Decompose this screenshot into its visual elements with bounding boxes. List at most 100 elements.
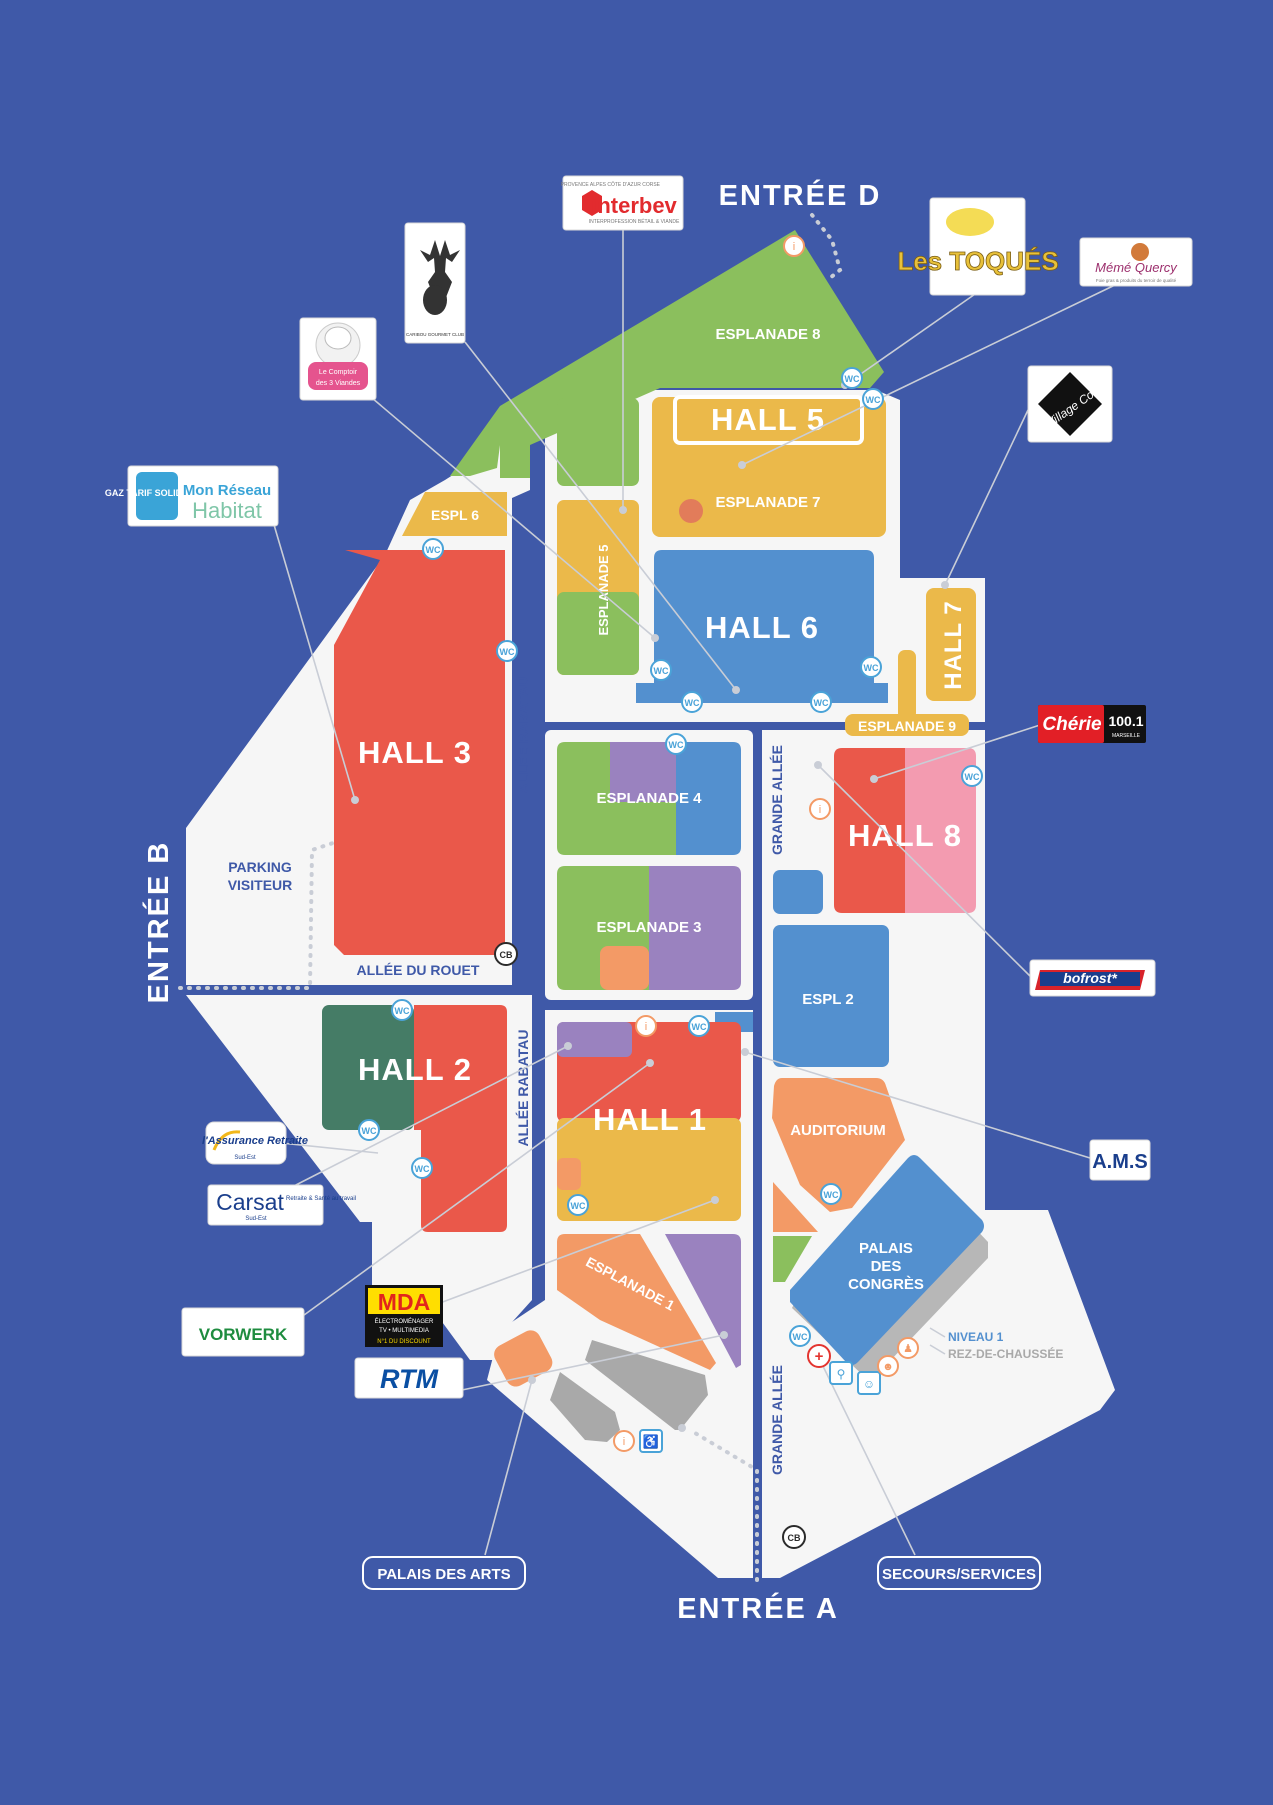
wc-icon[interactable]: WC	[665, 733, 687, 755]
wc-icon[interactable]: WC	[841, 367, 863, 389]
svg-text:i: i	[645, 1021, 647, 1033]
wc-icon[interactable]: WC	[961, 765, 983, 787]
svg-text:i: i	[819, 804, 821, 816]
esplanade-9-stem	[898, 650, 916, 720]
svg-text:CB: CB	[500, 950, 513, 960]
esplanade-9-label: ESPLANADE 9	[858, 718, 956, 734]
stroller-icon[interactable]: ⚲	[829, 1361, 853, 1385]
hall-1-label: HALL 1	[593, 1102, 707, 1137]
esplanade-8-label: ESPLANADE 8	[715, 326, 820, 343]
svg-text:WC: WC	[415, 1164, 430, 1174]
wc-icon[interactable]: WC	[681, 691, 703, 713]
esplanade-4-green-mid	[610, 802, 676, 855]
leader-lines	[251, 227, 1116, 1556]
entree-b-label: ENTRÉE B	[141, 841, 175, 1004]
esplanade-7-label: ESPLANADE 7	[715, 494, 820, 511]
svg-text:☺: ☺	[863, 1377, 875, 1391]
info-icon[interactable]: i	[613, 1430, 635, 1452]
palais-arts-pill[interactable]: PALAIS DES ARTS	[362, 1556, 526, 1590]
family-icon[interactable]: ☺	[857, 1371, 881, 1395]
wc-icon[interactable]: WC	[810, 691, 832, 713]
parking-pad-1	[585, 1340, 708, 1430]
cb-icon[interactable]: CB	[494, 942, 518, 966]
svg-text:♿: ♿	[643, 1434, 659, 1449]
svg-text:CB: CB	[788, 1533, 801, 1543]
info-icon[interactable]: i	[809, 798, 831, 820]
info-icon[interactable]: i	[635, 1015, 657, 1037]
svg-text:i: i	[623, 1436, 625, 1448]
mda-logo[interactable]: MDA ÉLECTROMÉNAGER TV • MULTIMEDIA N°1 D…	[365, 1285, 443, 1347]
parking-line1: PARKING	[228, 859, 292, 875]
wc-icon[interactable]: WC	[789, 1325, 811, 1347]
hall-2-red	[414, 1005, 507, 1232]
esplanade-4-green	[557, 742, 610, 855]
auditorium-label: AUDITORIUM	[790, 1122, 886, 1139]
parking-line2: VISITEUR	[228, 877, 293, 893]
les-toques-logo[interactable]: Les TOQUÉS	[897, 197, 1059, 296]
wc-icon[interactable]: WC	[650, 659, 672, 681]
svg-text:☻: ☻	[882, 1361, 894, 1373]
wc-icon[interactable]: WC	[496, 640, 518, 662]
bofrost-logo[interactable]: bofrost*	[1029, 959, 1156, 997]
meme-quercy-logo[interactable]: Mémé Quercy Foie gras & produits du terr…	[1079, 237, 1193, 287]
palais-arts-pad	[494, 1330, 553, 1387]
svg-text:WC: WC	[669, 740, 684, 750]
esplanade-4-blue	[676, 742, 741, 855]
wc-icon[interactable]: WC	[422, 538, 444, 560]
secours-services-pill[interactable]: SECOURS/SERVICES	[877, 1556, 1041, 1590]
svg-text:WC: WC	[845, 374, 860, 384]
wc-icon[interactable]: WC	[820, 1183, 842, 1205]
mon-reseau-habitat-logo[interactable]: GAZ TARIF SOLIDARITÉ Mon Réseau Habitat	[105, 465, 279, 527]
assurance-retraite-logo[interactable]: l'Assurance Retraite Sud-Est	[202, 1121, 308, 1165]
caribou-gourmet-logo[interactable]: CARIBOU GOURMET CLUB	[404, 222, 466, 344]
wc-icon[interactable]: WC	[391, 999, 413, 1021]
cb-icon[interactable]: CB	[782, 1525, 806, 1549]
svg-text:WC: WC	[866, 395, 881, 405]
hall-5-area	[652, 397, 886, 537]
svg-text:MARSEILLE: MARSEILLE	[1112, 733, 1141, 739]
esplanade-1-area	[557, 1234, 716, 1370]
esplanade-6-label: ESPL 6	[431, 507, 479, 523]
wc-icon[interactable]: WC	[860, 656, 882, 678]
wheelchair-icon[interactable]: ♿	[639, 1429, 663, 1453]
cherie-fm-logo[interactable]: Chérie 100.1 MARSEILLE	[1038, 705, 1146, 743]
wc-icon[interactable]: WC	[358, 1119, 380, 1141]
grande-allee-bottom-label: GRANDE ALLÉE	[769, 1365, 785, 1475]
hall-2-label: HALL 2	[358, 1052, 472, 1087]
hall-3-area	[334, 550, 505, 955]
comptoir-3-viandes-logo[interactable]: Le Comptoir des 3 Viandes	[299, 317, 377, 401]
entree-a-label: ENTRÉE A	[677, 1591, 839, 1625]
svg-text:Foie gras & produits du terroi: Foie gras & produits du terroir de quali…	[1096, 278, 1177, 283]
wc-icon[interactable]: WC	[688, 1015, 710, 1037]
entree-d-label: ENTRÉE D	[719, 178, 882, 212]
palais-congres-area	[790, 1155, 984, 1365]
wc-icon[interactable]: WC	[411, 1157, 433, 1179]
palais-congres-line1: PALAIS	[859, 1240, 913, 1257]
hall-5-frame	[673, 395, 864, 445]
info-icon[interactable]: i	[783, 235, 805, 257]
hall-7-area	[926, 588, 976, 701]
vorwerk-logo[interactable]: VORWERK	[181, 1307, 305, 1357]
esplanade-3-label: ESPLANADE 3	[596, 919, 701, 936]
baby-icon[interactable]: ☻	[877, 1355, 899, 1377]
rtm-logo[interactable]: RTM	[354, 1357, 464, 1399]
first-aid-icon[interactable]: +	[807, 1344, 831, 1368]
esplanade-3-orange	[600, 946, 649, 990]
interbev-logo[interactable]: PROVENCE ALPES CÔTE D'AZUR CORSE interbe…	[561, 175, 684, 231]
wc-icon[interactable]: WC	[567, 1194, 589, 1216]
svg-text:100.1: 100.1	[1108, 713, 1143, 729]
hall-8-pink	[905, 748, 976, 913]
lost-child-icon[interactable]: ♟	[897, 1337, 919, 1359]
hall-7-label: HALL 7	[940, 600, 967, 690]
village-corse-logo[interactable]: Village Corse	[1027, 365, 1113, 443]
ams-logo[interactable]: A.M.S	[1089, 1139, 1151, 1181]
svg-text:WC: WC	[654, 666, 669, 676]
svg-text:SECOURS/SERVICES: SECOURS/SERVICES	[882, 1566, 1036, 1583]
carsat-logo[interactable]: Carsat Retraite & Santé au travail Sud-E…	[207, 1184, 356, 1226]
svg-text:WC: WC	[500, 647, 515, 657]
parking-pad-2	[550, 1372, 620, 1442]
hall-5-label: HALL 5	[711, 402, 825, 437]
svg-text:i: i	[793, 241, 795, 253]
wc-icon[interactable]: WC	[862, 388, 884, 410]
